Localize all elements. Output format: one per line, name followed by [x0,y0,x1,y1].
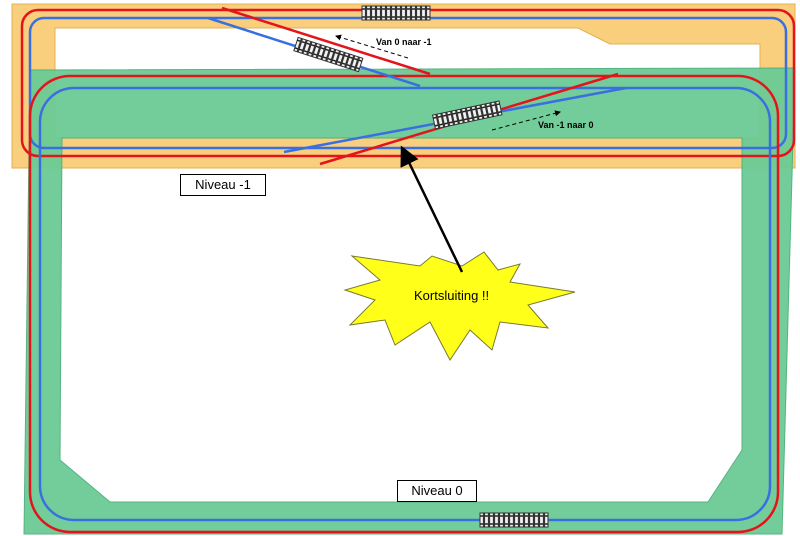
explosion-burst-icon [343,251,576,361]
ramp-top-red [221,6,431,76]
level-0-board [23,67,796,535]
direction-arrow-down [335,34,409,59]
rail-track-section-icon [431,100,503,130]
short-circuit-arrow [400,145,464,273]
level-0-inner-track [38,86,772,522]
rail-track-section-icon [479,512,549,528]
short-circuit-label: Kortsluiting !! [414,288,490,303]
level-minus1-label: Niveau -1 [180,174,266,196]
level-0-label: Niveau 0 [397,480,477,502]
direction-label-down: Van 0 naar -1 [376,37,432,47]
direction-arrow-up [491,110,561,131]
direction-label-up: Van -1 naar 0 [538,120,594,130]
rail-track-section-icon [293,36,364,73]
rail-track-section-icon [361,5,431,21]
level-0-outer-track [28,74,780,534]
